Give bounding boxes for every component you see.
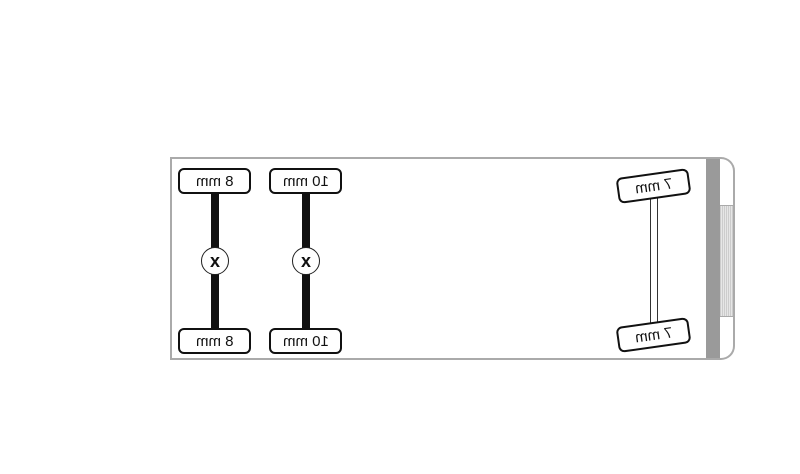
tread-depth-label: 7 mm bbox=[633, 323, 674, 347]
cab-band bbox=[706, 159, 720, 358]
hub-symbol: x bbox=[209, 250, 220, 271]
tread-depth-label: 8 mm bbox=[195, 172, 234, 190]
hub-x-icon: x bbox=[292, 247, 320, 275]
hub-symbol: x bbox=[300, 250, 311, 271]
tread-depth-label: 10 mm bbox=[282, 172, 329, 190]
windshield bbox=[720, 205, 733, 317]
tread-depth-label: 10 mm bbox=[282, 332, 329, 350]
tire-rear1-top: 8 mm bbox=[178, 168, 251, 194]
hub-x-icon: x bbox=[201, 247, 229, 275]
tire-rear1-bottom: 8 mm bbox=[178, 328, 251, 354]
front-axle bbox=[650, 198, 658, 326]
tread-depth-label: 7 mm bbox=[633, 174, 674, 198]
tread-depth-label: 8 mm bbox=[195, 332, 234, 350]
tire-rear2-bottom: 10 mm bbox=[269, 328, 342, 354]
tire-rear2-top: 10 mm bbox=[269, 168, 342, 194]
